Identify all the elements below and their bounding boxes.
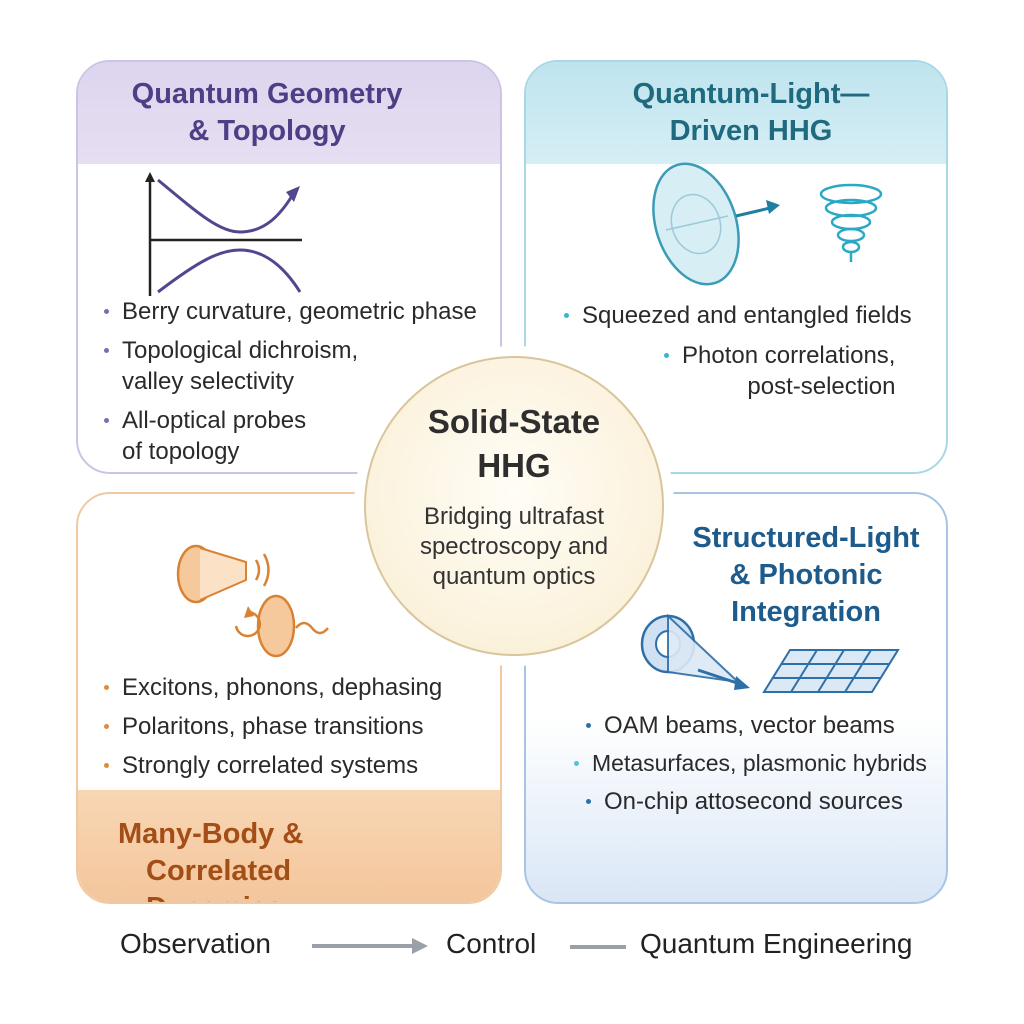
- bullet-dot-icon: [104, 685, 109, 690]
- bullet-list: Metasurfaces, plasmonic hybrids: [574, 748, 927, 787]
- bullet-list: Photon correlations, post-selection: [664, 340, 895, 410]
- progression-flow: Observation Control Quantum Engineering: [0, 920, 1024, 970]
- central-subtitle-line: quantum optics: [432, 563, 596, 590]
- list-item: All-optical probes of topology: [104, 405, 477, 467]
- list-item: Squeezed and entangled fields: [564, 300, 912, 331]
- vortex-icon: [819, 183, 883, 262]
- bullet-dot-icon: [104, 724, 109, 729]
- bullet-dot-icon: [574, 761, 579, 766]
- bullet-dot-icon: [104, 763, 109, 768]
- list-item-text: All-optical probes: [122, 407, 307, 434]
- list-item: OAM beams, vector beams: [586, 710, 895, 741]
- exciton-phonon-icon: [176, 544, 329, 658]
- squeezed-light-disk-icon: [652, 162, 780, 286]
- central-title-line: HHG: [477, 447, 551, 484]
- oam-beam-icon: [640, 613, 750, 690]
- bullet-list: On-chip attosecond sources: [586, 786, 903, 825]
- panel-header-band: [526, 62, 946, 164]
- list-item-text: Photon correlations,: [682, 342, 896, 369]
- band-structure-icon: [145, 172, 302, 296]
- bullet-dot-icon: [564, 313, 569, 318]
- bullet-dot-icon: [586, 723, 591, 728]
- panel-title-line: Structured-Light: [692, 522, 920, 554]
- bullet-dot-icon: [586, 799, 591, 804]
- bullet-dot-icon: [104, 309, 109, 314]
- flow-step-quantum-engineering: Quantum Engineering: [640, 928, 913, 959]
- panel-title-line: Quantum-Light—: [632, 78, 870, 110]
- panel-title: Structured-Light & Photonic Integration: [656, 520, 946, 631]
- bullet-list: Berry curvature, geometric phase Topolog…: [104, 296, 477, 472]
- panel-title-line: Driven HHG: [669, 115, 833, 147]
- list-item: Topological dichroism, valley selectivity: [104, 335, 477, 397]
- list-item: Berry curvature, geometric phase: [104, 296, 477, 327]
- panel-title: Many-Body & Correlated Dynamics: [100, 816, 400, 902]
- flow-step-observation: Observation: [120, 928, 271, 959]
- central-title-line: Solid-State: [427, 403, 601, 440]
- list-item: Photon correlations, post-selection: [664, 340, 895, 402]
- list-item: Strongly correlated systems: [104, 750, 442, 781]
- panel-many-body: Excitons, phonons, dephasing Polaritons,…: [76, 492, 502, 904]
- panel-title-line: Quantum Geometry: [131, 78, 403, 110]
- list-item-text: OAM beams, vector beams: [604, 712, 895, 739]
- panel-title-line: Correlated Dynamics: [146, 855, 292, 902]
- panel-title-line: Integration: [731, 596, 881, 628]
- connector-line-icon: [570, 945, 626, 949]
- panel-quantum-light: Quantum-Light— Driven HHG Squeezed and e…: [524, 60, 948, 474]
- list-item-text: post-selection: [747, 373, 896, 400]
- panel-title: Quantum Geometry & Topology: [102, 76, 432, 150]
- list-item-text: Topological dichroism,: [122, 337, 359, 364]
- list-item-text: of topology: [122, 438, 240, 465]
- panel-title-line: Many-Body &: [118, 818, 304, 850]
- metasurface-grid-icon: [762, 649, 900, 693]
- bullet-dot-icon: [664, 353, 669, 358]
- bullet-list: Excitons, phonons, dephasing Polaritons,…: [104, 672, 442, 789]
- bullet-dot-icon: [104, 348, 109, 353]
- list-item: Polaritons, phase transitions: [104, 711, 442, 742]
- list-item: Metasurfaces, plasmonic hybrids: [574, 748, 927, 779]
- list-item: Excitons, phonons, dephasing: [104, 672, 442, 703]
- list-item: On-chip attosecond sources: [586, 786, 903, 817]
- central-title: Solid-State HHG: [366, 400, 662, 488]
- bullet-list: OAM beams, vector beams: [586, 710, 895, 749]
- panel-footer-band: [78, 790, 500, 902]
- flow-step-control: Control: [446, 928, 537, 959]
- panel-header-band: [78, 62, 500, 164]
- list-item-text: Squeezed and entangled fields: [582, 302, 912, 329]
- right-arrow-icon: [312, 938, 428, 954]
- panel-title-line: & Photonic: [729, 559, 883, 591]
- list-item-text: Excitons, phonons, dephasing: [122, 674, 443, 701]
- panel-structured-light: Structured-Light & Photonic Integration …: [524, 492, 948, 904]
- bullet-dot-icon: [104, 418, 109, 423]
- panel-title-line: & Topology: [188, 115, 346, 147]
- list-item-text: valley selectivity: [122, 368, 295, 395]
- panel-quantum-geometry: Quantum Geometry & Topology Berry curvat…: [76, 60, 502, 474]
- central-subtitle-line: Bridging ultrafast: [423, 503, 605, 530]
- list-item-text: Berry curvature, geometric phase: [122, 298, 477, 325]
- central-hub-circle: Solid-State HHG Bridging ultrafast spect…: [364, 356, 664, 656]
- list-item-text: Metasurfaces, plasmonic hybrids: [592, 750, 927, 776]
- panel-title: Quantum-Light— Driven HHG: [586, 76, 916, 150]
- list-item-text: Polaritons, phase transitions: [122, 713, 424, 740]
- list-item-text: Strongly correlated systems: [122, 752, 419, 779]
- central-subtitle-line: spectroscopy and: [419, 533, 609, 560]
- central-subtitle: Bridging ultrafast spectroscopy and quan…: [386, 502, 642, 592]
- bullet-list: Squeezed and entangled fields: [564, 300, 912, 339]
- list-item-text: On-chip attosecond sources: [604, 788, 903, 815]
